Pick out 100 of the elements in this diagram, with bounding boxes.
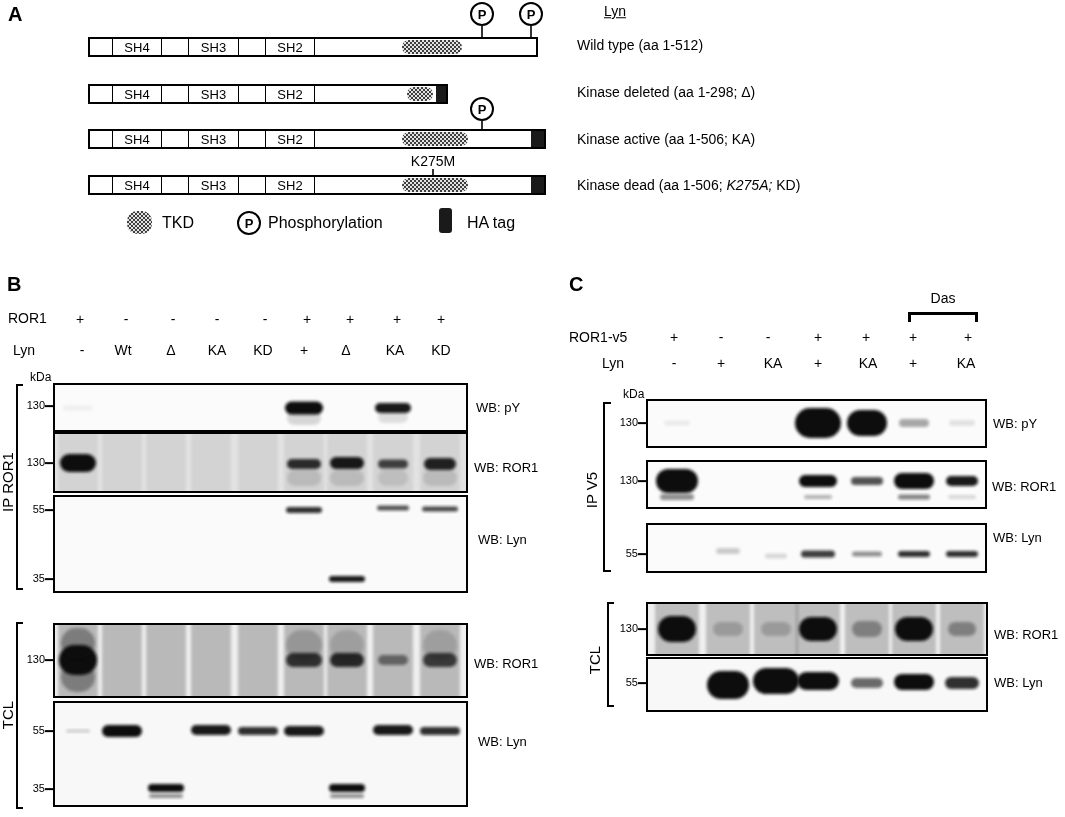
domain-segment: SH3 — [188, 39, 239, 55]
marker-label: 130 — [26, 456, 45, 470]
domain-segment: SH4 — [112, 39, 162, 55]
marker-label: 35 — [32, 572, 45, 586]
domain-segment: SH4 — [112, 86, 162, 102]
domain-segment: SH2 — [265, 86, 315, 102]
legend-label: HA tag — [467, 213, 516, 233]
lane-condition: + — [861, 329, 871, 347]
lane-condition: - — [214, 311, 220, 329]
legend-label: Phosphorylation — [268, 213, 383, 233]
group-label: TCL — [585, 645, 604, 675]
lane-condition: - — [765, 329, 771, 347]
lane-condition: + — [963, 329, 973, 347]
lane-condition: + — [716, 355, 726, 373]
row-heading: ROR1-v5 — [569, 329, 628, 347]
unit-label: kDa — [30, 369, 52, 385]
group-label: TCL — [0, 700, 17, 730]
lane-condition: + — [345, 311, 355, 329]
construct-label: Kinase dead (aa 1-506; K275A; KD) — [577, 177, 801, 195]
domain-segment: SH2 — [265, 177, 315, 193]
marker-label: 130 — [26, 653, 45, 667]
connector-line — [481, 25, 483, 38]
antibody-label: WB: pY — [993, 415, 1038, 433]
protein-construct-bar — [88, 84, 448, 104]
antibody-label: WB: ROR1 — [474, 459, 539, 477]
marker-label: 55 — [32, 503, 45, 517]
western-blot-drawing — [646, 523, 987, 573]
antibody-label: WB: Lyn — [994, 674, 1043, 692]
lane-condition: Δ — [341, 342, 351, 360]
row-heading: Lyn — [13, 342, 36, 360]
western-blot-drawing — [646, 657, 988, 712]
western-blot-drawing — [646, 460, 987, 509]
lane-condition: + — [302, 311, 312, 329]
construct-label: Wild type (aa 1-512) — [577, 37, 704, 55]
construct-label: Kinase deleted (aa 1-298; Δ) — [577, 84, 756, 102]
lane-condition: + — [908, 355, 918, 373]
marker-label: 130 — [26, 399, 45, 413]
domain-segment: SH4 — [112, 177, 162, 193]
panel-letter: C — [569, 274, 584, 294]
western-blot-drawing — [53, 623, 468, 698]
western-blot-drawing — [53, 383, 468, 432]
lane-condition: Δ — [166, 342, 176, 360]
lane-condition: + — [392, 311, 402, 329]
lane-condition: + — [813, 355, 823, 373]
lane-condition: + — [75, 311, 85, 329]
mutation-label: K275M — [404, 152, 462, 169]
lane-condition: Wt — [114, 342, 132, 360]
lane-condition: KD — [253, 342, 273, 360]
western-blot-drawing — [53, 701, 468, 807]
lane-condition: KA — [858, 355, 878, 373]
column-heading: Lyn — [604, 3, 627, 21]
marker-label: 35 — [32, 782, 45, 796]
lane-condition: KA — [956, 355, 976, 373]
lane-condition: + — [669, 329, 679, 347]
connector-line — [530, 25, 532, 38]
row-heading: Lyn — [602, 355, 625, 373]
row-heading: ROR1 — [8, 310, 47, 328]
lane-condition: KA — [763, 355, 783, 373]
lane-condition: - — [170, 311, 176, 329]
legend-label: TKD — [162, 213, 194, 233]
western-blot-drawing — [646, 399, 987, 448]
domain-segment: SH2 — [265, 131, 315, 147]
antibody-label: WB: ROR1 — [994, 626, 1059, 644]
antibody-label: WB: Lyn — [478, 733, 527, 751]
lane-condition: - — [79, 342, 85, 360]
lane-condition: - — [671, 355, 677, 373]
construct-label: Kinase active (aa 1-506; KA) — [577, 131, 756, 149]
marker-label: 130 — [619, 474, 638, 488]
protein-construct-bar — [88, 129, 546, 149]
marker-label: 55 — [32, 724, 45, 738]
marker-label: 130 — [619, 416, 638, 430]
tag-block — [436, 86, 446, 102]
lane-condition: - — [123, 311, 129, 329]
connector-line — [481, 120, 483, 130]
domain-segment: SH3 — [188, 131, 239, 147]
lane-condition: KD — [431, 342, 451, 360]
antibody-label: WB: Lyn — [478, 531, 527, 549]
tag-block — [531, 177, 544, 193]
antibody-label: WB: pY — [476, 399, 521, 417]
domain-segment: SH3 — [188, 86, 239, 102]
domain-segment: SH4 — [112, 131, 162, 147]
domain-segment: SH3 — [188, 177, 239, 193]
lane-condition: + — [908, 329, 918, 347]
antibody-label: WB: ROR1 — [474, 655, 539, 673]
lane-condition: KA — [207, 342, 227, 360]
domain-segment: SH2 — [265, 39, 315, 55]
panel-letter: A — [8, 4, 23, 24]
protein-construct-bar — [88, 37, 538, 57]
group-label: IP ROR1 — [0, 452, 17, 512]
antibody-label: WB: ROR1 — [992, 478, 1057, 496]
lane-condition: - — [262, 311, 268, 329]
western-blot-drawing — [53, 432, 468, 493]
unit-label: kDa — [623, 386, 645, 402]
protein-construct-bar — [88, 175, 546, 195]
lane-condition: + — [813, 329, 823, 347]
antibody-label: WB: Lyn — [993, 529, 1042, 547]
lane-condition: + — [299, 342, 309, 360]
panel-letter: B — [7, 274, 22, 294]
marker-label: 55 — [625, 676, 638, 690]
western-blot-drawing — [53, 495, 468, 593]
